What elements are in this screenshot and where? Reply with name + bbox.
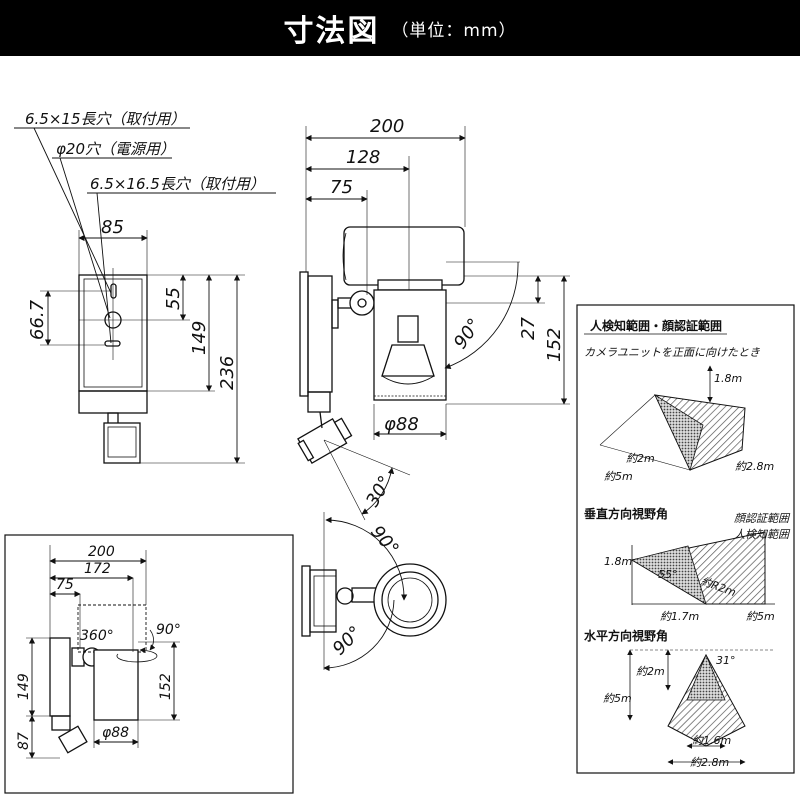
inset-lower [51,715,71,731]
side-view [297,126,570,521]
inset-speaker-dashed [77,604,147,653]
h-5m: 約5m [603,692,632,705]
inset-view-labels: 200 172 75 360° 90° 149 152 87 φ88 [16,544,181,750]
inset-dim-149: 149 [16,673,32,700]
hole-note-1: 6.5×15長穴（取付用） [25,110,186,128]
label-2m: 約2m [626,452,655,465]
detection-title: 人検知範囲・顔認証範囲 [590,318,722,333]
front-view [14,127,276,464]
legend-face: 顔認証範囲 [734,512,791,525]
dim-200: 200 [370,116,404,137]
inset-arm [71,647,85,667]
arm-joint-center [357,298,367,308]
detection-panel: 人検知範囲・顔認証範囲 カメラユニットを正面に向けたとき 1.8m 約2m 約5… [576,304,795,774]
inset-dim-172: 172 [84,561,111,577]
horizontal-title: 水平方向視野角 [584,628,668,643]
v-angle: 55° [658,568,678,581]
detection-face-3d [654,393,704,472]
dim-66-7: 66.7 [27,299,48,340]
mount-slot-top [110,283,117,299]
inset-angle-360: 360° [80,628,114,644]
dim-128: 128 [346,147,380,168]
inset-dim-200: 200 [88,544,115,560]
page-title: 寸法図 [283,14,380,49]
unit-label: （単位：mm） [391,20,517,41]
inset-dim-phi88: φ88 [102,725,129,741]
lamp-holder [397,315,419,343]
top-view [301,512,447,672]
mount-slot-bottom [104,340,121,347]
h-angle: 31° [716,654,736,667]
side-camera [297,417,353,465]
detection-subtitle: カメラユニットを正面に向けたとき [584,346,760,359]
inset-light [93,649,139,721]
wall-plate [299,271,309,397]
dim-75: 75 [330,177,353,198]
front-view-labels: 6.5×15長穴（取付用） φ20穴（電源用） 6.5×16.5長穴（取付用） … [25,110,265,390]
side-body [307,275,333,393]
hole-note-3: 6.5×16.5長穴（取付用） [90,175,265,193]
top-angle-90-b: 90° [329,622,366,659]
dim-27: 27 [518,317,539,340]
vertical-face-zone [630,545,707,605]
arm-base [331,299,339,329]
top-angle-90-a: 90° [366,522,403,560]
dim-85: 85 [101,217,124,238]
inset-frame [4,534,294,794]
inset-dim-152: 152 [158,673,174,700]
inset-body [49,637,71,717]
front-camera-inner [107,426,137,458]
h-1-6m: 約1.6m [692,734,731,747]
dim-152: 152 [544,328,565,362]
v-1-7m: 約1.7m [660,610,699,623]
v-5m: 約5m [746,610,775,623]
head-cap [377,279,443,291]
hole-note-2: φ20穴（電源用） [56,140,175,158]
side-lower-block [307,391,331,413]
h-2-8m: 約2.8m [690,756,729,769]
horizontal-face-zone [686,653,726,701]
top-joint [336,587,354,605]
vertical-title: 垂直方向視野角 [584,506,668,521]
title-bar: 寸法図 （単位：mm） [0,0,800,56]
inset-camera [57,725,88,754]
dim-149: 149 [189,321,210,355]
h-2m: 約2m [636,665,665,678]
dim-236: 236 [217,356,238,390]
dim-55: 55 [163,287,184,310]
top-wall-plate [301,565,311,637]
label-2-8m: 約2.8m [735,460,774,473]
inset-dim-87: 87 [16,732,32,750]
inset-angle-90: 90° [156,622,181,638]
top-light-outer [373,563,447,637]
label-1-8m: 1.8m [714,372,742,385]
dim-phi88: φ88 [384,414,419,435]
detection-frame [576,304,795,774]
v-1-8m: 1.8m [604,555,632,568]
inset-view [4,534,294,794]
front-camera [103,422,141,464]
label-5m: 約5m [604,470,633,483]
front-lower-block [78,390,148,414]
angle-30: 30° [362,472,396,510]
inset-dim-75: 75 [56,577,74,593]
speaker-body [343,226,465,286]
arm-joint [349,290,375,316]
